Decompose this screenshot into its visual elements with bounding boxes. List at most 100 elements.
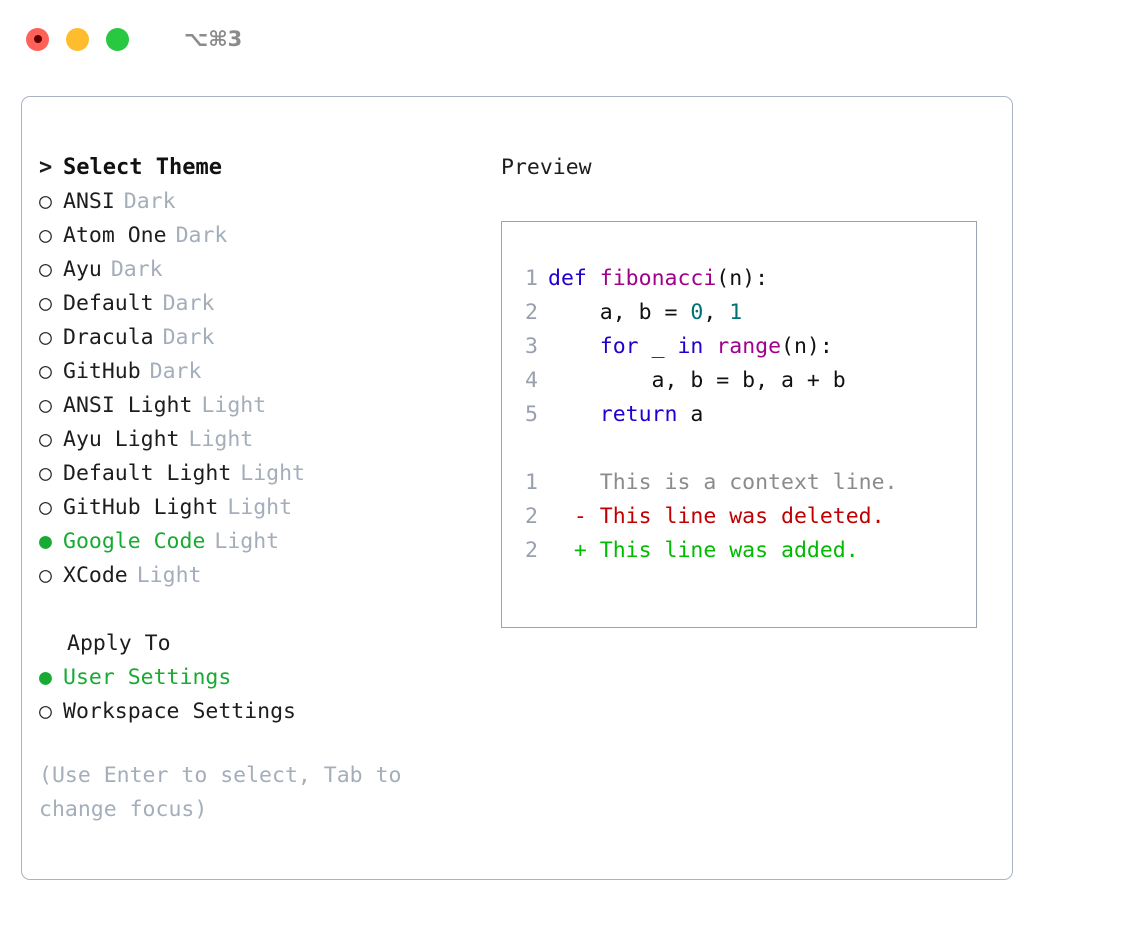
theme-kind-badge: Light — [227, 495, 293, 520]
theme-name-label: Ayu — [63, 257, 102, 282]
radio-unselected-icon: ○ — [39, 461, 52, 486]
diff-line-content: This line was added. — [586, 538, 859, 563]
diff-line: 2 - This line was deleted. — [502, 500, 976, 534]
radio-unselected-icon: ○ — [39, 325, 52, 350]
diff-sample: 1 This is a context line.2 - This line w… — [502, 466, 976, 568]
maximize-button-icon[interactable] — [106, 27, 129, 51]
diff-line-number: 2 — [525, 538, 538, 563]
radio-unselected-icon: ○ — [39, 223, 52, 248]
theme-list-item[interactable]: ○ XCode Light — [39, 559, 479, 593]
diff-line-number: 1 — [525, 470, 538, 495]
code-token-pl: a, b = — [548, 300, 691, 325]
apply-to-item[interactable]: ● User Settings — [39, 661, 479, 695]
theme-name-label: Atom One — [63, 223, 167, 248]
theme-name-label: Default — [63, 291, 154, 316]
theme-list-item[interactable]: ○ GitHub Light Light — [39, 491, 479, 525]
radio-unselected-icon: ○ — [39, 699, 52, 724]
keyboard-hint-text: (Use Enter to select, Tab to change focu… — [39, 763, 415, 822]
diff-line-number: 2 — [525, 504, 538, 529]
code-token-pl: a, b = b, a + b — [548, 368, 846, 393]
title-bar: ⌥⌘3 — [0, 0, 1140, 78]
theme-kind-badge: Dark — [175, 223, 228, 248]
theme-list-item[interactable]: ● Google Code Light — [39, 525, 479, 559]
code-line-number: 2 — [525, 300, 538, 325]
code-token-pl — [587, 266, 600, 291]
theme-name-label: ANSI Light — [63, 393, 193, 418]
code-line-content: return a — [548, 398, 704, 432]
diff-line-content: This is a context line. — [586, 470, 898, 495]
apply-to-item[interactable]: ○ Workspace Settings — [39, 695, 479, 729]
diff-sign-del: - — [548, 504, 587, 529]
code-token-kw: def — [548, 266, 587, 291]
code-line: 5 return a — [502, 398, 976, 432]
code-token-fn: fibonacci — [599, 266, 717, 291]
minimize-button-icon[interactable] — [66, 27, 89, 51]
theme-picker-header: > Select Theme — [39, 151, 479, 185]
theme-kind-badge: Dark — [110, 257, 163, 282]
list-spacer — [39, 593, 479, 627]
code-token-pl — [548, 402, 600, 427]
theme-list-item[interactable]: ○ Atom One Dark — [39, 219, 479, 253]
theme-picker-header-label: Select Theme — [63, 155, 222, 180]
theme-kind-badge: Dark — [162, 325, 215, 350]
code-token-pl: , — [703, 300, 730, 325]
code-token-pl: (n): — [716, 266, 769, 291]
apply-to-label: User Settings — [63, 665, 232, 690]
radio-selected-icon: ● — [39, 665, 52, 690]
theme-kind-badge: Light — [188, 427, 254, 452]
code-line-number: 4 — [525, 368, 538, 393]
close-button-icon[interactable] — [26, 27, 49, 51]
code-line-number: 1 — [525, 266, 538, 291]
diff-line-content: This line was deleted. — [586, 504, 885, 529]
radio-unselected-icon: ○ — [39, 359, 52, 384]
keyboard-shortcut-label: ⌥⌘3 — [184, 27, 243, 51]
radio-unselected-icon: ○ — [39, 495, 52, 520]
theme-name-label: ANSI — [63, 189, 115, 214]
code-token-pl — [548, 334, 600, 359]
window-controls — [26, 27, 129, 51]
code-line-content: a, b = b, a + b — [548, 364, 846, 398]
radio-unselected-icon: ○ — [39, 563, 52, 588]
code-line-content: def fibonacci(n): — [548, 262, 768, 296]
radio-unselected-icon: ○ — [39, 393, 52, 418]
diff-line: 1 This is a context line. — [502, 466, 976, 500]
code-line: 3 for _ in range(n): — [502, 330, 976, 364]
theme-kind-badge: Dark — [162, 291, 215, 316]
code-token-kw: return — [599, 402, 678, 427]
apply-to-header: Apply To — [67, 631, 171, 656]
radio-unselected-icon: ○ — [39, 427, 52, 452]
theme-name-label: XCode — [63, 563, 128, 588]
diff-sign-ctx — [548, 466, 587, 500]
diff-sign-add: + — [548, 538, 587, 563]
theme-list-item[interactable]: ○ Ayu Light Light — [39, 423, 479, 457]
theme-kind-badge: Light — [201, 393, 267, 418]
code-token-pl: _ — [638, 334, 678, 359]
theme-name-label: Google Code — [63, 529, 206, 554]
code-token-fn: range — [716, 334, 782, 359]
radio-selected-icon: ● — [39, 529, 52, 554]
code-line-number: 3 — [525, 334, 538, 359]
code-line-content: a, b = 0, 1 — [548, 296, 742, 330]
theme-list-item[interactable]: ○ ANSI Light Light — [39, 389, 479, 423]
theme-name-label: Dracula — [63, 325, 154, 350]
prompt-marker-icon: > — [39, 155, 53, 180]
radio-unselected-icon: ○ — [39, 189, 52, 214]
theme-name-label: GitHub Light — [63, 495, 219, 520]
theme-kind-badge: Light — [214, 529, 280, 554]
theme-list-item[interactable]: ○ Dracula Dark — [39, 321, 479, 355]
theme-name-label: Ayu Light — [63, 427, 180, 452]
theme-kind-badge: Light — [240, 461, 306, 486]
code-line-number: 5 — [525, 402, 538, 427]
theme-kind-badge: Light — [136, 563, 202, 588]
apply-to-label: Workspace Settings — [63, 699, 296, 724]
code-token-pl — [703, 334, 716, 359]
apply-to-list: ● User Settings ○ Workspace Settings — [39, 661, 479, 729]
theme-name-label: GitHub — [63, 359, 141, 384]
